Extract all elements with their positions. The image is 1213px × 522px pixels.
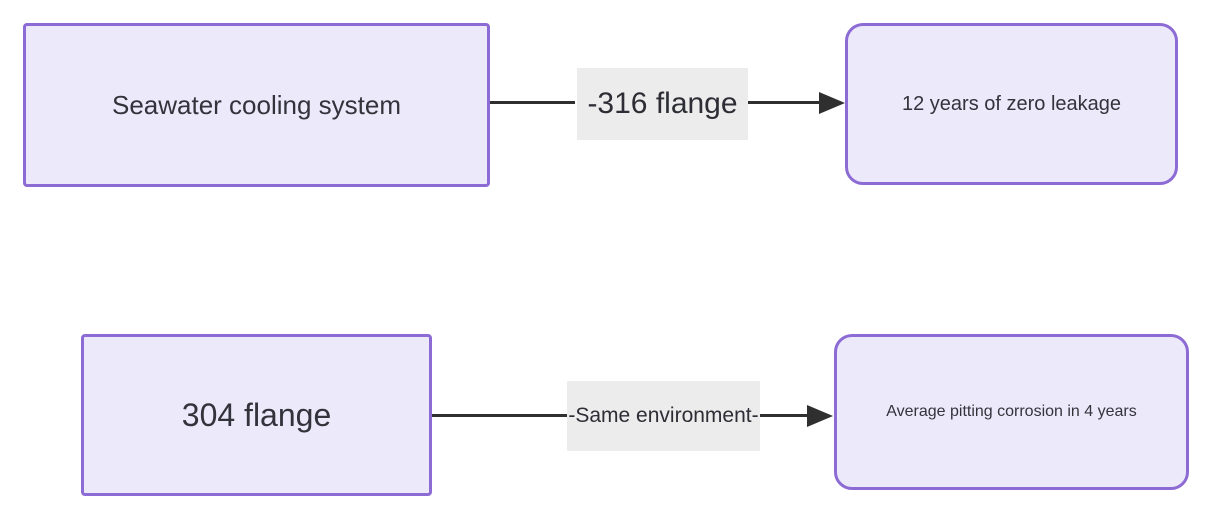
node-zero-leakage-result: 12 years of zero leakage xyxy=(845,23,1178,185)
edge-label-same-environment: -Same environment- xyxy=(567,381,760,451)
node-label: Average pitting corrosion in 4 years xyxy=(886,403,1137,420)
node-label: 12 years of zero leakage xyxy=(901,92,1122,115)
node-304-flange: 304 flange xyxy=(81,334,432,496)
connector-line xyxy=(748,101,820,104)
connector-line xyxy=(760,414,808,417)
node-pitting-corrosion-result: Average pitting corrosion in 4 years xyxy=(834,334,1189,490)
arrowhead-icon xyxy=(819,92,845,114)
edge-label-316-flange: -316 flange xyxy=(577,68,748,140)
arrowhead-icon xyxy=(807,405,833,427)
connector-line xyxy=(490,101,575,104)
edge-label-text: -316 flange xyxy=(587,87,738,120)
connector-line xyxy=(432,414,567,417)
node-label: 304 flange xyxy=(181,396,332,433)
node-seawater-cooling-system: Seawater cooling system xyxy=(23,23,490,187)
edge-label-text: -Same environment- xyxy=(568,404,759,427)
node-label: Seawater cooling system xyxy=(111,89,402,120)
